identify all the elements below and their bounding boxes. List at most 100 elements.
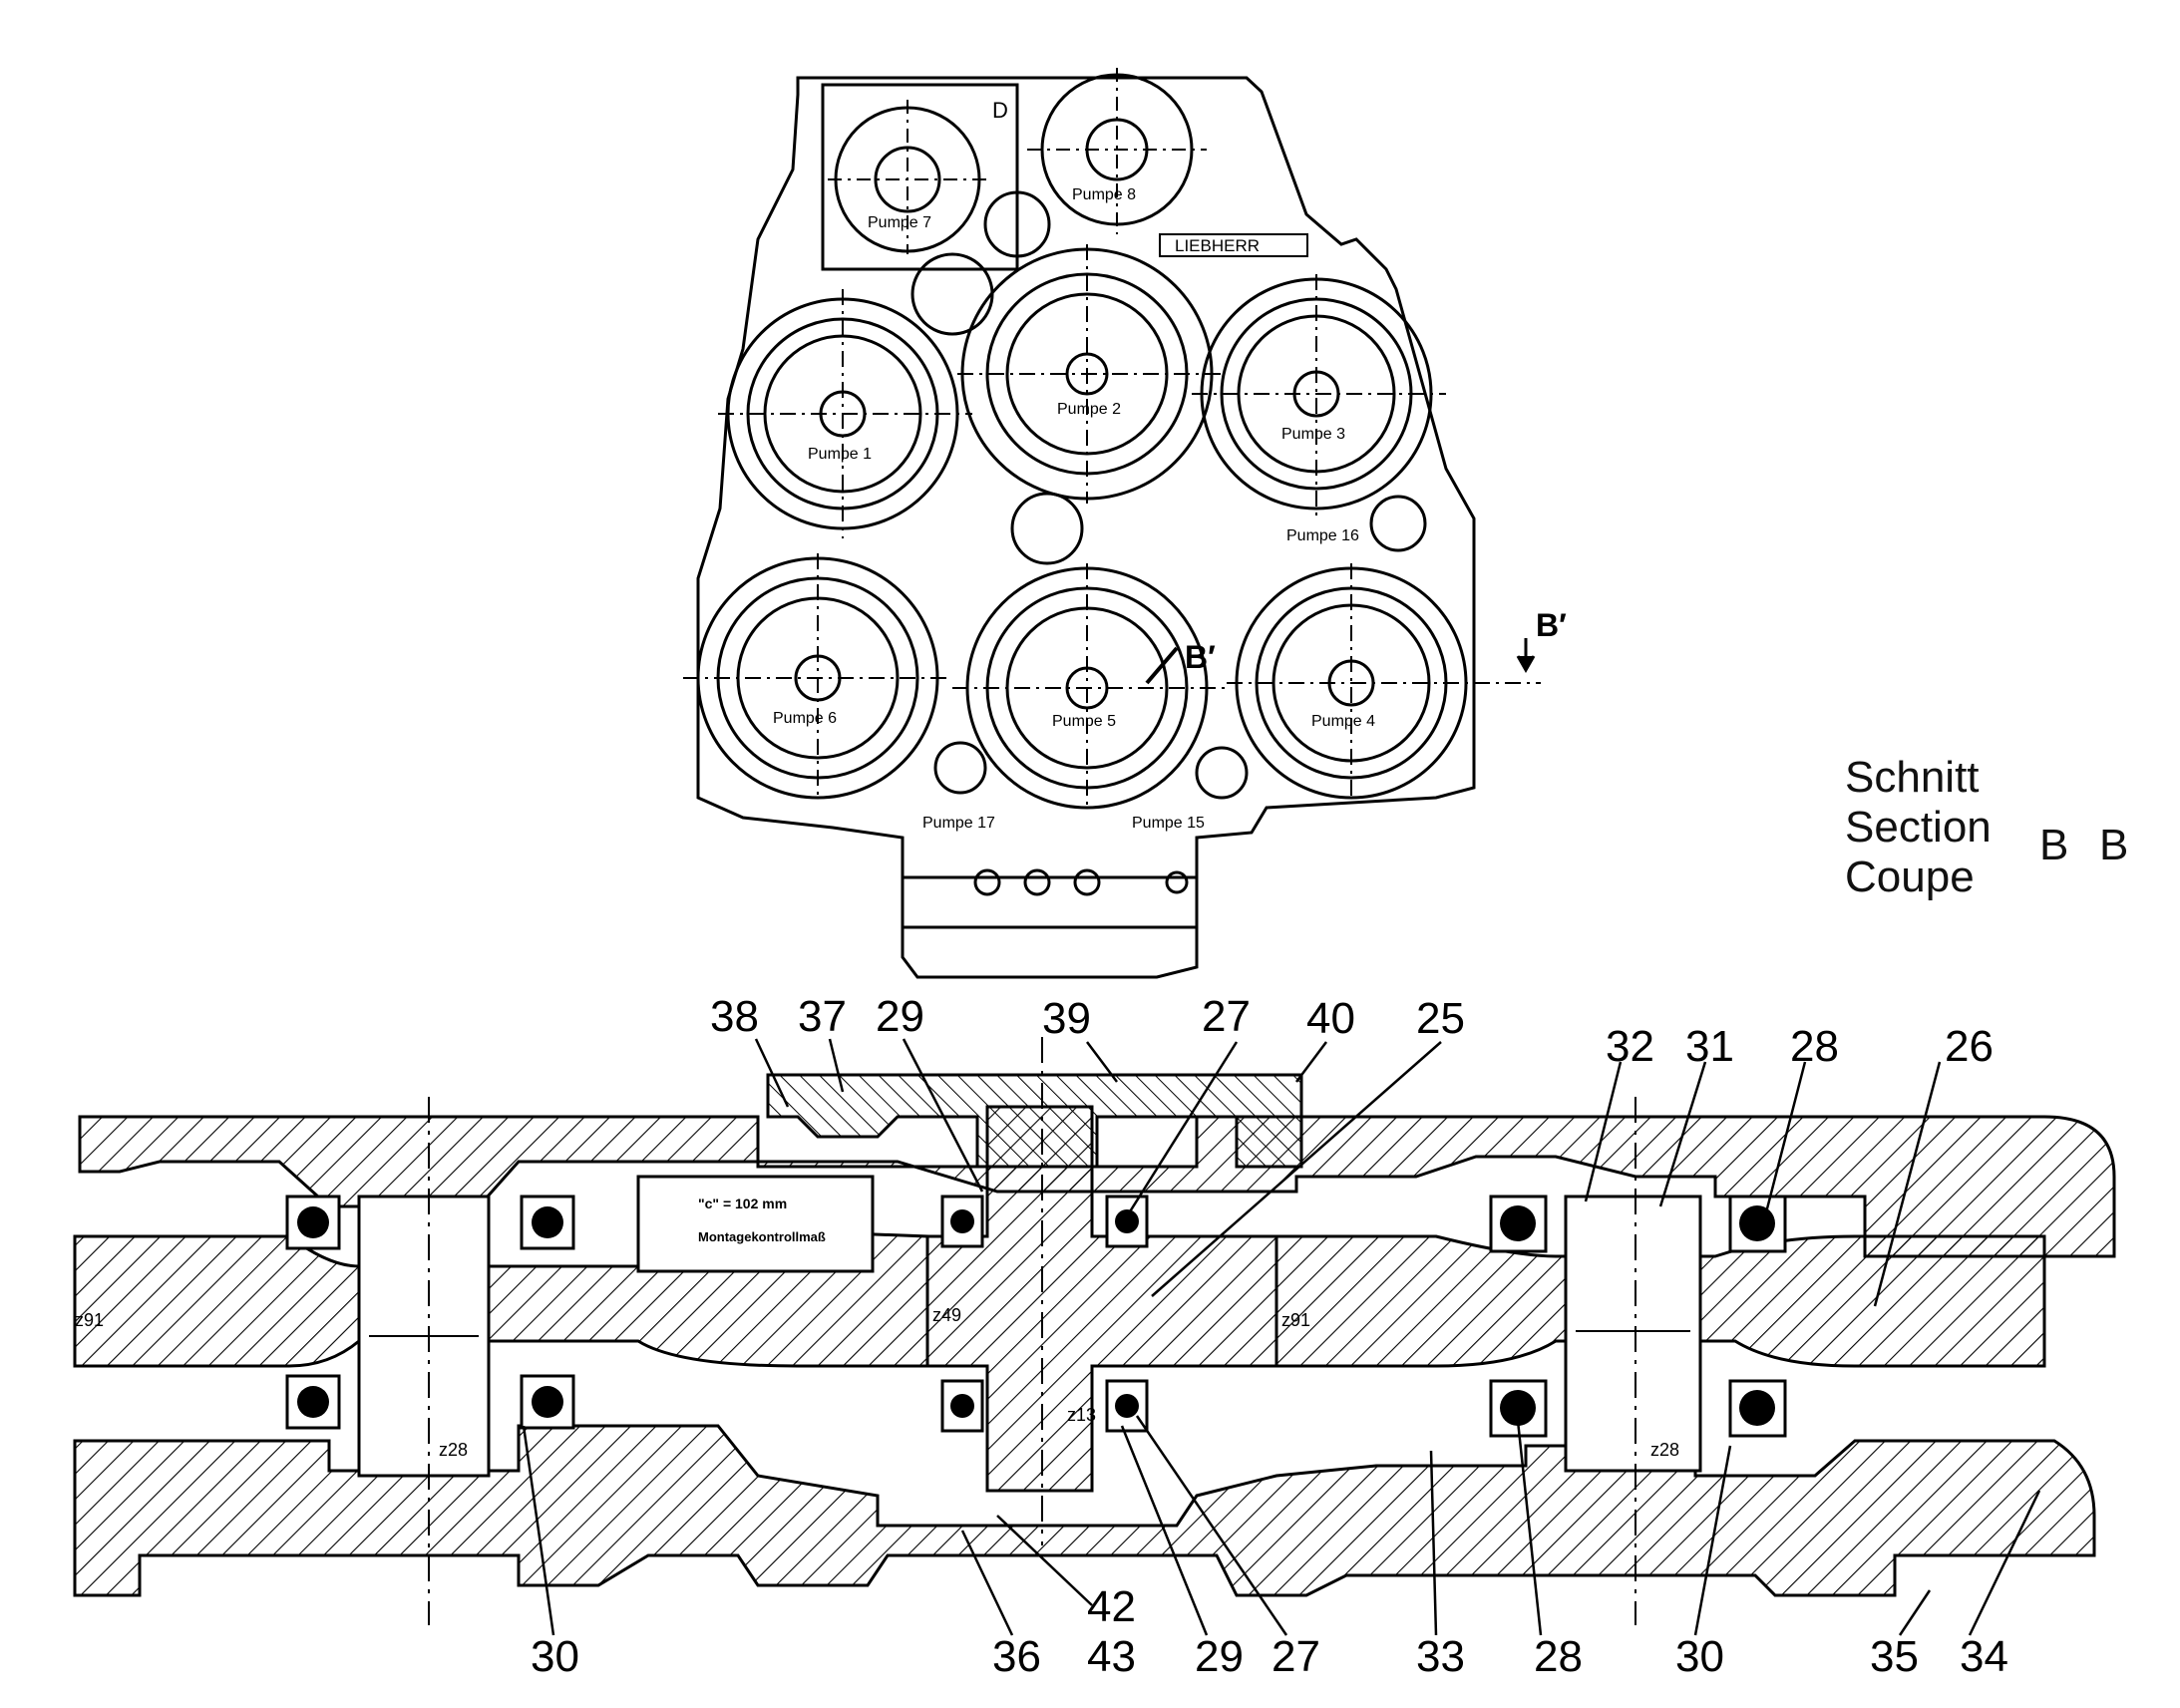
section-labels: z91 z28 z49 z13 z91 z28 "c" = 102 mm Mon… [75,1196,1679,1460]
bearing-ball [1739,1390,1775,1426]
caption-line-en: Section [1845,803,1992,852]
leader-32 [1584,1061,1623,1202]
hub-right [1564,1195,1702,1473]
callout: 42 [1087,1582,1136,1631]
leader-30 [522,1425,555,1636]
pump-label: Pumpe 6 [773,710,837,727]
cut-arrow [1145,646,1179,685]
leader-29b [1120,1425,1209,1636]
leader-37 [828,1038,845,1093]
callout: 27 [1202,992,1251,1041]
gear-mark: z28 [1650,1440,1679,1460]
leader-27 [1125,1041,1239,1217]
leader-31 [1658,1061,1707,1207]
gear-mark: z28 [439,1440,468,1460]
leader-27b [1135,1415,1288,1636]
bearing-ball [950,1394,974,1418]
plate-d [821,83,1019,271]
section-caption: Schnitt Section Coupe [1845,753,1992,902]
leader-25 [1151,1041,1442,1297]
pump-6 [683,553,952,800]
pump-label: Pumpe 1 [808,446,872,463]
pump-4 [1227,563,1541,803]
callout: 43 [1087,1632,1136,1681]
callout: 34 [1960,1632,2008,1681]
bearing-ball [1739,1205,1775,1241]
callout: 29 [1195,1632,1244,1681]
bearing-ball [532,1386,563,1418]
callout: 31 [1685,1022,1734,1071]
pump-label: Pumpe 8 [1072,186,1136,203]
bolt [1073,868,1101,896]
pump-15 [1195,746,1249,800]
pump-label: Pumpe 4 [1311,713,1375,730]
callout: 39 [1042,994,1091,1043]
pump-17 [933,741,987,795]
pump-label: Pumpe 3 [1281,426,1345,443]
callout: 28 [1534,1632,1583,1681]
caption-line-de: Schnitt [1845,753,1980,802]
bearing-ball [1115,1394,1139,1418]
pump-8 [1027,68,1207,234]
callout: 35 [1870,1632,1919,1681]
front-view [683,68,1541,979]
pump-1 [718,289,972,538]
callout: 40 [1306,994,1355,1043]
note-line: "c" = 102 mm [698,1196,787,1211]
bearing-ball [1500,1205,1536,1241]
callout: 26 [1945,1022,1994,1071]
pump-label: Pumpe 2 [1057,401,1121,418]
cut-arrow-head [1516,655,1536,674]
maker-plate-text: LIEBHERR [1175,236,1260,255]
bearing-ball [1115,1209,1139,1233]
callout: 30 [531,1632,579,1681]
note-box [636,1175,875,1273]
bolt [973,868,1001,896]
callout: 27 [1272,1632,1320,1681]
section-view [73,1037,2116,1636]
note-line: Montagekontrollmaß [698,1229,826,1244]
bearing-ball [297,1386,329,1418]
leader-30b [1693,1445,1732,1636]
bolt [1165,870,1189,894]
front-view-labels: LIEBHERR D Pumpe 7 Pumpe 8 Pumpe 1 Pumpe… [773,98,1567,832]
gear-mark: z91 [1281,1310,1310,1330]
housing-outline [696,76,1476,979]
leader-42 [996,1515,1093,1606]
callout: 25 [1416,994,1465,1043]
bearing-ball [532,1206,563,1238]
leader-28 [1763,1061,1807,1217]
leader-33 [1429,1450,1438,1636]
pump-label: Pumpe 15 [1132,815,1205,832]
section-letter: B [2039,821,2069,869]
leader-39 [1086,1041,1118,1083]
callout: 38 [710,992,759,1041]
leader-26 [1873,1061,1942,1307]
leader-34 [1968,1490,2041,1636]
leader-35 [1898,1589,1932,1636]
pump-7 [828,100,992,254]
leader-36 [960,1530,1014,1636]
cut-marker: B′ [1185,639,1216,675]
pump-label: Pumpe 16 [1286,527,1359,544]
bearing-ball [1500,1390,1536,1426]
callout: 33 [1416,1632,1465,1681]
leader-38 [754,1038,790,1108]
pump-label: Pumpe 17 [922,815,995,832]
plate-letter: D [992,98,1008,123]
aux-port [910,252,994,336]
pump-label: Pumpe 7 [868,214,931,231]
bearing [940,1195,984,1248]
leader-29 [902,1038,984,1193]
bolt [1023,868,1051,896]
aux-port [983,190,1051,258]
pump-2 [957,244,1227,504]
pump-label: Pumpe 5 [1052,713,1116,730]
gear-mark: z49 [932,1305,961,1325]
aux-port [1010,492,1084,565]
callout: 30 [1675,1632,1724,1681]
bearing-ball [297,1206,329,1238]
leader-40 [1295,1041,1327,1083]
callout: 37 [798,992,847,1041]
